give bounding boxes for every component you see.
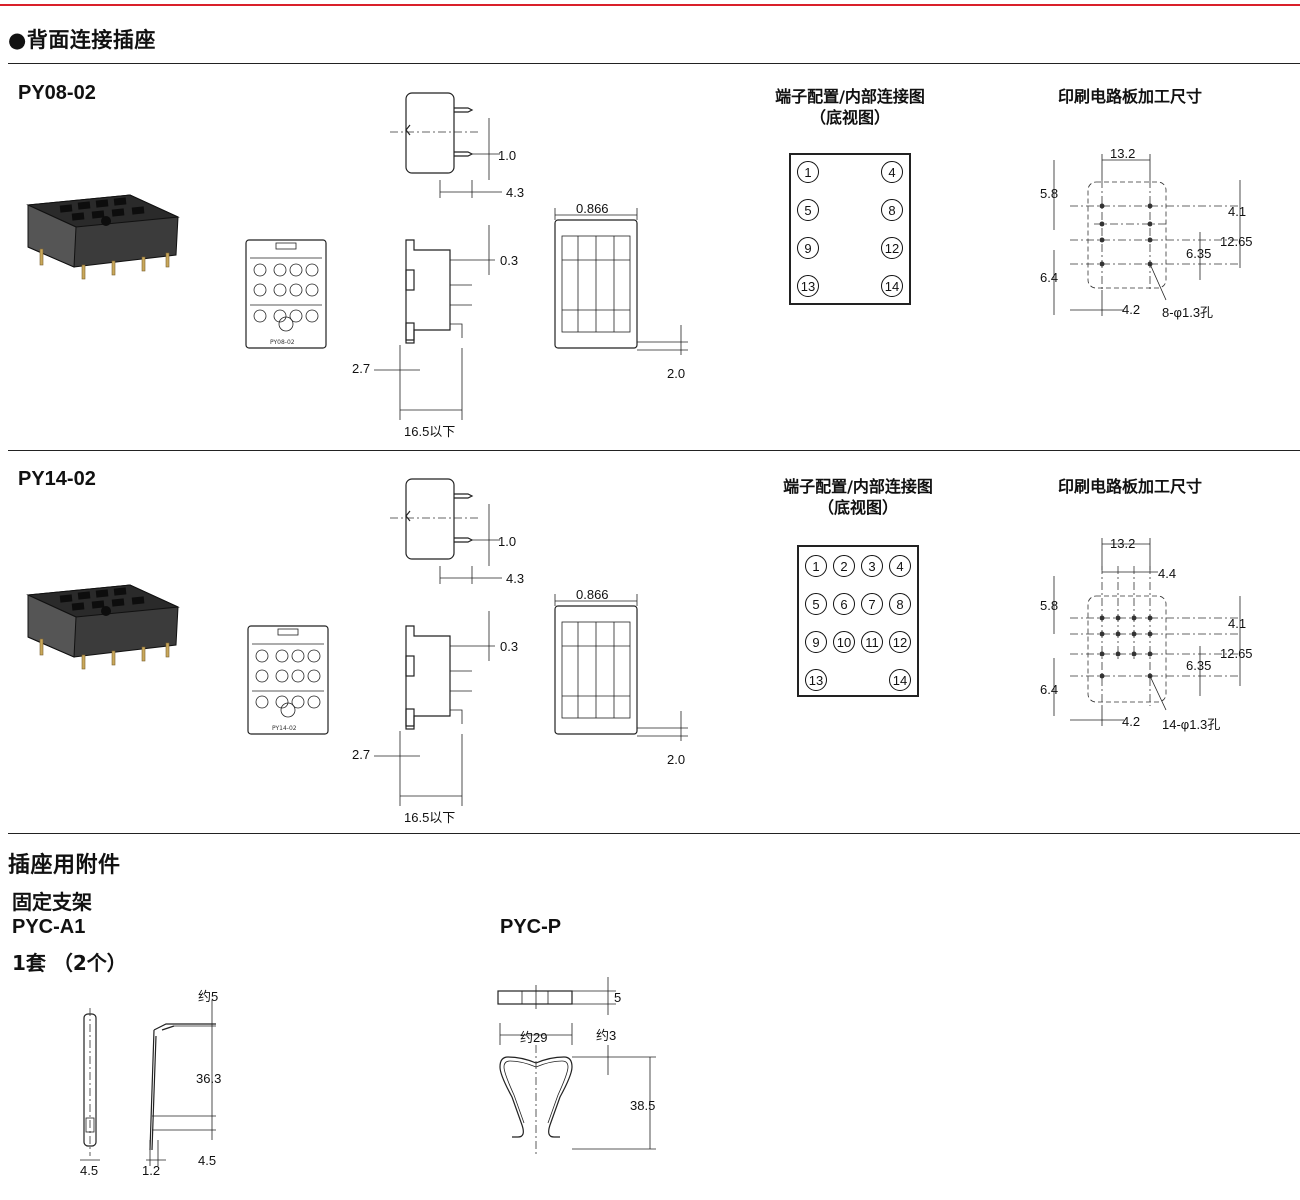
terminal2-12: 12: [889, 631, 911, 653]
terminal2-7: 7: [861, 593, 883, 615]
pyc-a1-4-5-width: 4.5: [80, 1163, 99, 1178]
terminal-header-1-line2: （底视图）: [809, 108, 890, 127]
pyc-a1-approx5: 约5: [198, 989, 219, 1004]
pcb-2-5-8: 5.8: [1040, 598, 1059, 613]
dim-0-866: 0.866: [576, 201, 609, 216]
terminal-9: 9: [797, 237, 819, 259]
model-pyc-p: PYC-P: [500, 916, 562, 938]
pcb-2-width: 13.2: [1110, 536, 1136, 551]
terminal-header-1: 端子配置/内部连接图 （底视图）: [760, 86, 940, 128]
pcb-2-6-35: 6.35: [1186, 658, 1212, 673]
product-photo-py14-02: [26, 584, 180, 670]
dim2-0-866: 0.866: [576, 587, 609, 602]
pcb-drawing-2: [1053, 538, 1241, 726]
dim2-0-3: 0.3: [500, 639, 519, 654]
pcb-1-12-65: 12.65: [1220, 234, 1253, 249]
terminal-1: 1: [797, 161, 819, 183]
pcb-1-holes: 8-φ1.3孔: [1162, 305, 1214, 320]
terminal-header-2-line2: （底视图）: [817, 498, 898, 517]
pcb-2-4-4: 4.4: [1158, 566, 1177, 581]
terminal2-2: 2: [833, 555, 855, 577]
pcb-2-12-65: 12.65: [1220, 646, 1253, 661]
section-title: ●背面连接插座: [8, 28, 156, 52]
terminal2-1: 1: [805, 555, 827, 577]
dim2-2-7: 2.7: [352, 747, 371, 762]
pyc-a1-1-2: 1.2: [142, 1163, 161, 1178]
top-accent-line: [0, 4, 1300, 6]
dim2-1-0: 1.0: [498, 534, 517, 549]
pcb-header-1: 印刷电路板加工尺寸: [1057, 87, 1202, 106]
dim-16-5: 16.5以下: [404, 424, 456, 439]
socket-label-2: PY14-02: [272, 725, 297, 732]
model-py14-02: PY14-02: [18, 468, 96, 490]
terminal2-4: 4: [889, 555, 911, 577]
dim2-16-5: 16.5以下: [404, 810, 456, 825]
outline-drawing-py08-02: PY08-02: [245, 92, 688, 420]
pcb-1-4-2: 4.2: [1122, 302, 1141, 317]
terminal2-8: 8: [889, 593, 911, 615]
pyc-p-approx3: 约3: [596, 1028, 617, 1043]
terminal-box-1: 1 4 5 8 9 12 13 14: [789, 153, 911, 305]
pcb-1-width: 13.2: [1110, 146, 1136, 161]
dim-2-7: 2.7: [352, 361, 371, 376]
terminal2-5: 5: [805, 593, 827, 615]
dim2-2-0: 2.0: [667, 752, 686, 767]
terminal2-9: 9: [805, 631, 827, 653]
drawing-pyc-p: [497, 977, 656, 1155]
dim-4-3: 4.3: [506, 185, 525, 200]
pcb-header-2: 印刷电路板加工尺寸: [1057, 477, 1202, 496]
terminal2-6: 6: [833, 593, 855, 615]
terminal2-10: 10: [833, 631, 855, 653]
pcb-2-4-2: 4.2: [1122, 714, 1141, 729]
pyc-a1-36-3: 36.3: [196, 1071, 222, 1086]
pcb-2-4-1: 4.1: [1228, 616, 1247, 631]
terminal2-3: 3: [861, 555, 883, 577]
pcb-drawing-1: [1053, 154, 1241, 316]
dim2-4-3: 4.3: [506, 571, 525, 586]
terminal2-11: 11: [861, 631, 883, 653]
dim-0-3: 0.3: [500, 253, 519, 268]
outline-drawing-py14-02: PY14-02: [247, 478, 688, 806]
pcb-1-6-4: 6.4: [1040, 270, 1059, 285]
pyc-p-5: 5: [614, 990, 622, 1005]
model-py08-02: PY08-02: [18, 82, 96, 104]
terminal-12: 12: [881, 237, 903, 259]
pyc-a1-4-5-height: 4.5: [198, 1153, 217, 1168]
pcb-1-6-35: 6.35: [1186, 246, 1212, 261]
pcb-1-4-1: 4.1: [1228, 204, 1247, 219]
pcb-1-5-8: 5.8: [1040, 186, 1059, 201]
model-pyc-a1: PYC-A1: [12, 916, 86, 938]
accessories-title: 插座用附件: [8, 853, 121, 878]
terminal-8: 8: [881, 199, 903, 221]
terminal-header-2: 端子配置/内部连接图 （底视图）: [768, 476, 948, 518]
divider-3: [8, 833, 1300, 834]
pcb-2-6-4: 6.4: [1040, 682, 1059, 697]
pcb-2-holes: 14-φ1.3孔: [1162, 717, 1221, 732]
terminal-14: 14: [881, 275, 903, 297]
terminal-13: 13: [797, 275, 819, 297]
terminal-header-1-line1: 端子配置/内部连接图: [775, 87, 925, 106]
pyc-p-38-5: 38.5: [630, 1098, 656, 1113]
drawing-pyc-a1: [80, 1000, 216, 1166]
accessories-subtitle: 固定支架: [12, 890, 92, 914]
divider-1: [8, 63, 1300, 64]
terminal-4: 4: [881, 161, 903, 183]
terminal2-14: 14: [889, 669, 911, 691]
pyc-a1-qty: 1套 （2个）: [12, 951, 127, 975]
product-photo-py08-02: [26, 194, 180, 280]
terminal-header-2-line1: 端子配置/内部连接图: [783, 477, 933, 496]
dim-1-0: 1.0: [498, 148, 517, 163]
divider-2: [8, 450, 1300, 451]
terminal-5: 5: [797, 199, 819, 221]
pyc-p-approx29: 约29: [520, 1030, 548, 1045]
dim-2-0: 2.0: [667, 366, 686, 381]
socket-label-1: PY08-02: [270, 339, 295, 346]
terminal-box-2: 1 2 3 4 5 6 7 8 9 10 11 12 13 14: [797, 545, 919, 697]
terminal2-13: 13: [805, 669, 827, 691]
